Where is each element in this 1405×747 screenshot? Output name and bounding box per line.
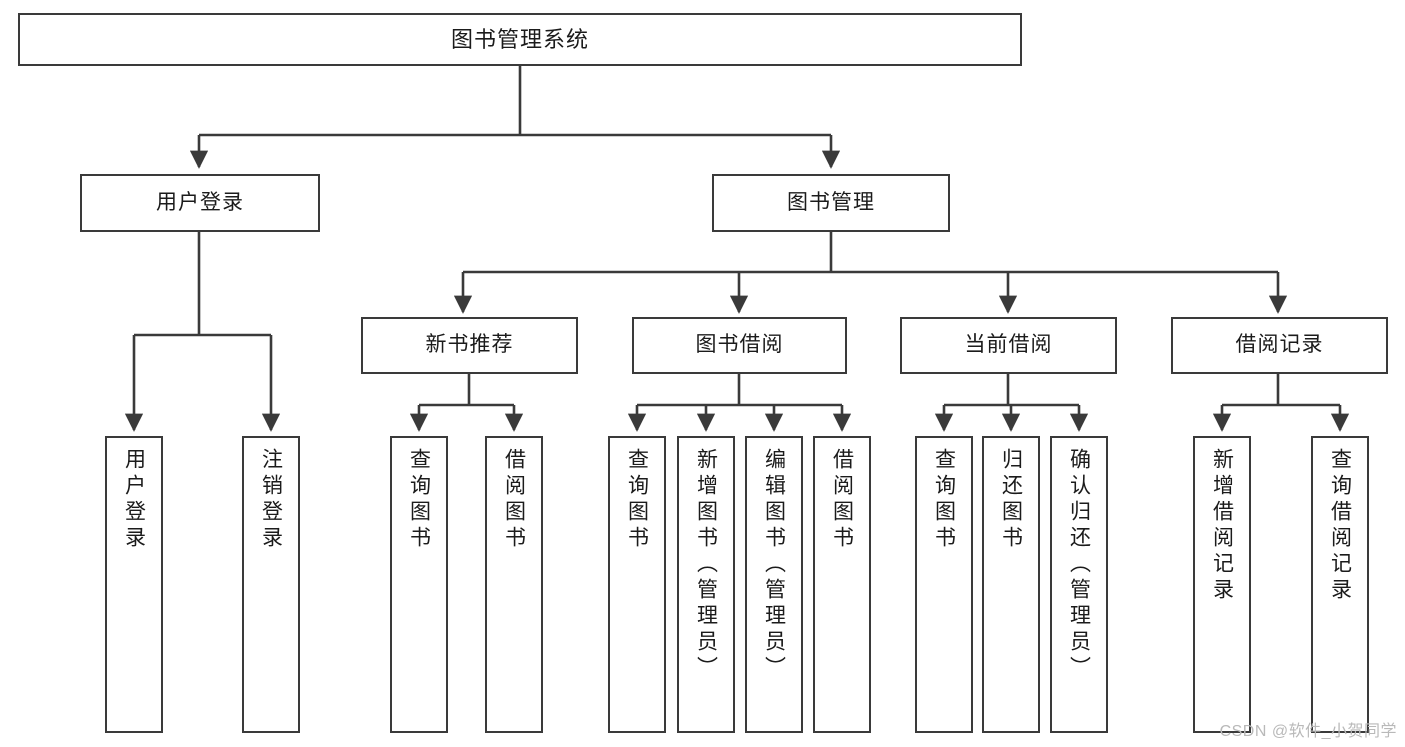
node-label: 新增借阅记录 bbox=[1210, 448, 1234, 604]
leaf-user-login-logout[interactable]: 注销登录 bbox=[242, 436, 300, 733]
node-borrow-record[interactable]: 借阅记录 bbox=[1171, 317, 1388, 374]
node-root-system[interactable]: 图书管理系统 bbox=[18, 13, 1022, 66]
node-label: 确认归还（管理员） bbox=[1067, 448, 1091, 682]
leaf-recommend-query-book[interactable]: 查询图书 bbox=[390, 436, 448, 733]
leaf-current-return-book[interactable]: 归还图书 bbox=[982, 436, 1040, 733]
node-label: 借阅图书 bbox=[830, 448, 854, 552]
leaf-borrow-borrow-book[interactable]: 借阅图书 bbox=[813, 436, 871, 733]
node-user-login[interactable]: 用户登录 bbox=[80, 174, 320, 232]
node-label: 查询图书 bbox=[407, 448, 431, 552]
node-label: 用户登录 bbox=[122, 448, 146, 552]
leaf-borrow-query-book[interactable]: 查询图书 bbox=[608, 436, 666, 733]
node-label: 用户登录 bbox=[156, 190, 244, 214]
node-label: 当前借阅 bbox=[964, 333, 1053, 357]
node-label: 新增图书（管理员） bbox=[694, 448, 718, 682]
node-book-borrow[interactable]: 图书借阅 bbox=[632, 317, 847, 374]
node-label: 编辑图书（管理员） bbox=[762, 448, 786, 682]
node-label: 借阅图书 bbox=[502, 448, 526, 552]
node-label: 注销登录 bbox=[259, 448, 283, 552]
leaf-user-login-login[interactable]: 用户登录 bbox=[105, 436, 163, 733]
node-label: 归还图书 bbox=[999, 448, 1023, 552]
csdn-watermark: CSDN @软件_小贺同学 bbox=[1219, 723, 1397, 740]
leaf-recommend-borrow-book[interactable]: 借阅图书 bbox=[485, 436, 543, 733]
node-label: 借阅记录 bbox=[1235, 333, 1324, 357]
node-label: 查询图书 bbox=[932, 448, 956, 552]
leaf-current-confirm-return-admin[interactable]: 确认归还（管理员） bbox=[1050, 436, 1108, 733]
node-label: 查询借阅记录 bbox=[1328, 448, 1352, 604]
leaf-borrow-add-book-admin[interactable]: 新增图书（管理员） bbox=[677, 436, 735, 733]
node-label: 图书管理 bbox=[787, 190, 875, 214]
node-label: 图书管理系统 bbox=[450, 26, 589, 52]
node-label: 图书借阅 bbox=[695, 333, 784, 357]
leaf-record-query-record[interactable]: 查询借阅记录 bbox=[1311, 436, 1369, 733]
node-label: 新书推荐 bbox=[425, 333, 514, 357]
node-current-borrow[interactable]: 当前借阅 bbox=[900, 317, 1117, 374]
leaf-borrow-edit-book-admin[interactable]: 编辑图书（管理员） bbox=[745, 436, 803, 733]
leaf-current-query-book[interactable]: 查询图书 bbox=[915, 436, 973, 733]
leaf-record-add-record[interactable]: 新增借阅记录 bbox=[1193, 436, 1251, 733]
node-label: 查询图书 bbox=[625, 448, 649, 552]
node-book-management[interactable]: 图书管理 bbox=[712, 174, 950, 232]
node-new-book-recommend[interactable]: 新书推荐 bbox=[361, 317, 578, 374]
